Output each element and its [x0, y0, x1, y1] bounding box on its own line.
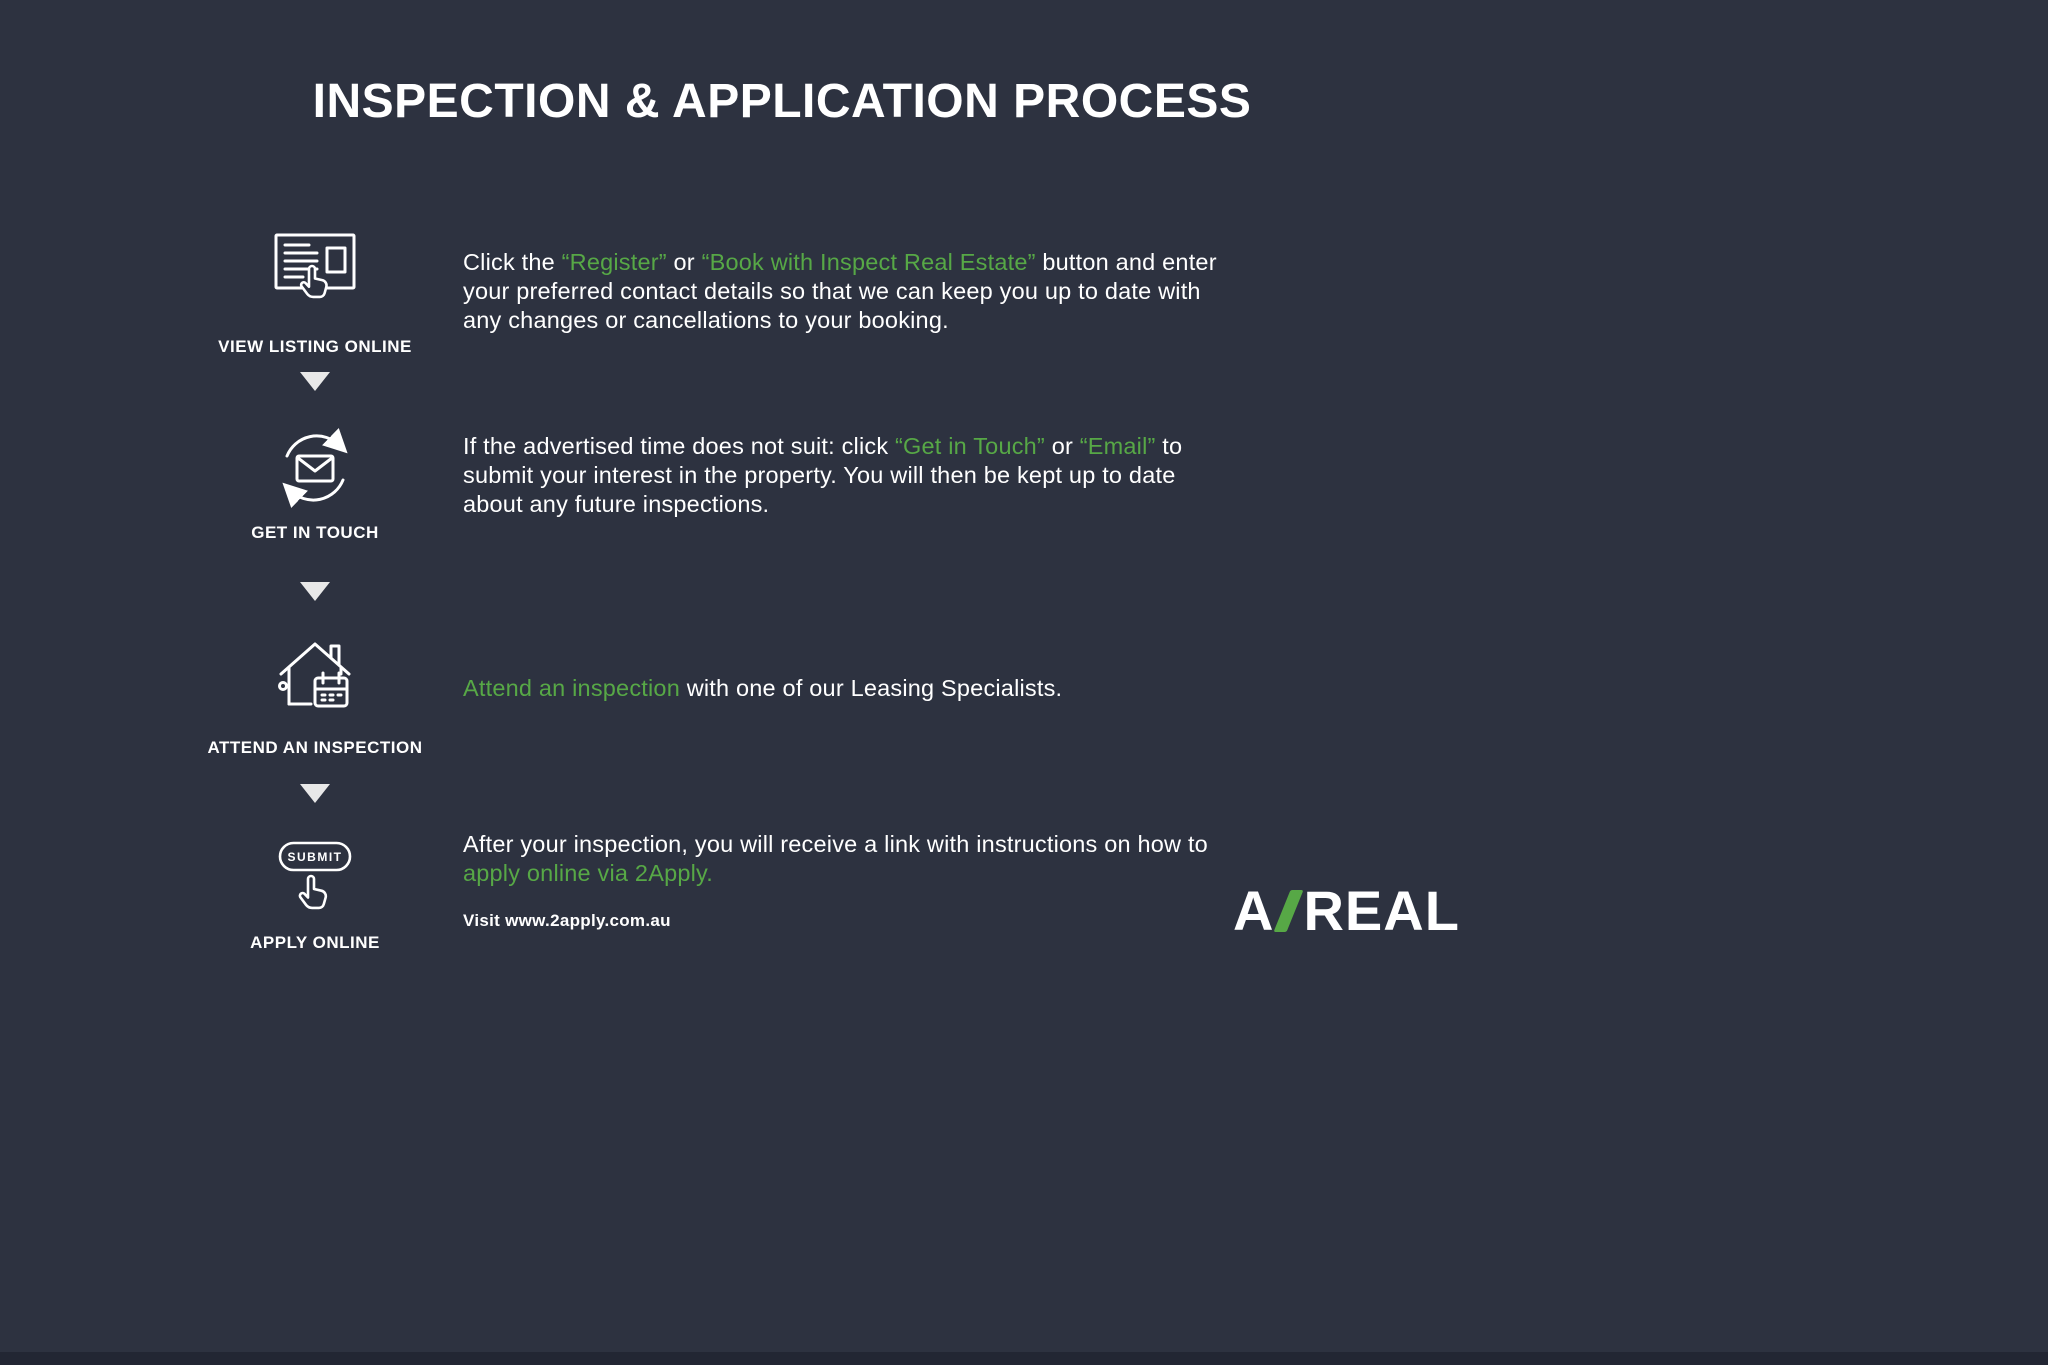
logo-slash-icon [1273, 889, 1304, 932]
arrow-down-icon [300, 372, 330, 391]
submit-button-icon: SUBMIT [275, 838, 355, 914]
envelope-refresh-icon [267, 420, 363, 516]
step-label-view-listing-online: VIEW LISTING ONLINE [218, 337, 412, 356]
arrow-down-icon [300, 784, 330, 803]
text-segment: or [1044, 433, 1080, 459]
text-segment: “Get in Touch” [895, 433, 1045, 459]
text-segment: or [666, 249, 702, 275]
text-segment: “Book with Inspect Real Estate” [701, 249, 1036, 275]
text-segment: apply online via 2Apply. [463, 860, 713, 886]
step-description-attend-inspection: Attend an inspection with one of our Lea… [463, 674, 1228, 703]
step-description-view-listing: Click the “Register” or “Book with Inspe… [463, 248, 1228, 335]
text-segment: button and enter your preferred contact … [463, 249, 1217, 333]
step-description-get-in-touch: If the advertised time does not suit: cl… [463, 432, 1228, 519]
text-segment: “Register” [561, 249, 667, 275]
house-calendar-icon [269, 632, 361, 724]
areal-logo: A REAL [1233, 878, 1460, 943]
text-segment: If the advertised time does not suit: cl… [463, 433, 895, 459]
text-segment: “Email” [1079, 433, 1156, 459]
step-description-apply-online: After your inspection, you will receive … [463, 830, 1228, 888]
step-label-get-in-touch: GET IN TOUCH [251, 523, 379, 542]
text-segment: Attend an inspection [463, 675, 680, 701]
step-label-attend-inspection: ATTEND AN INSPECTION [207, 738, 423, 757]
page-title: INSPECTION & APPLICATION PROCESS [312, 75, 1252, 128]
text-segment: Click the [463, 249, 562, 275]
logo-letter-a: A [1233, 879, 1275, 942]
footer-strip [0, 1352, 2048, 1365]
submit-button-text: SUBMIT [288, 850, 343, 864]
step-label-apply-online: APPLY ONLINE [250, 933, 380, 952]
listing-cursor-icon [273, 230, 357, 312]
arrow-down-icon [300, 582, 330, 601]
text-segment: to submit your interest in the property.… [463, 433, 1183, 517]
text-segment: with one of our Leasing Specialists. [679, 675, 1063, 701]
visit-url-note: Visit www.2apply.com.au [463, 911, 671, 930]
logo-word-real: REAL [1303, 879, 1460, 942]
text-segment: After your inspection, you will receive … [463, 831, 1208, 857]
